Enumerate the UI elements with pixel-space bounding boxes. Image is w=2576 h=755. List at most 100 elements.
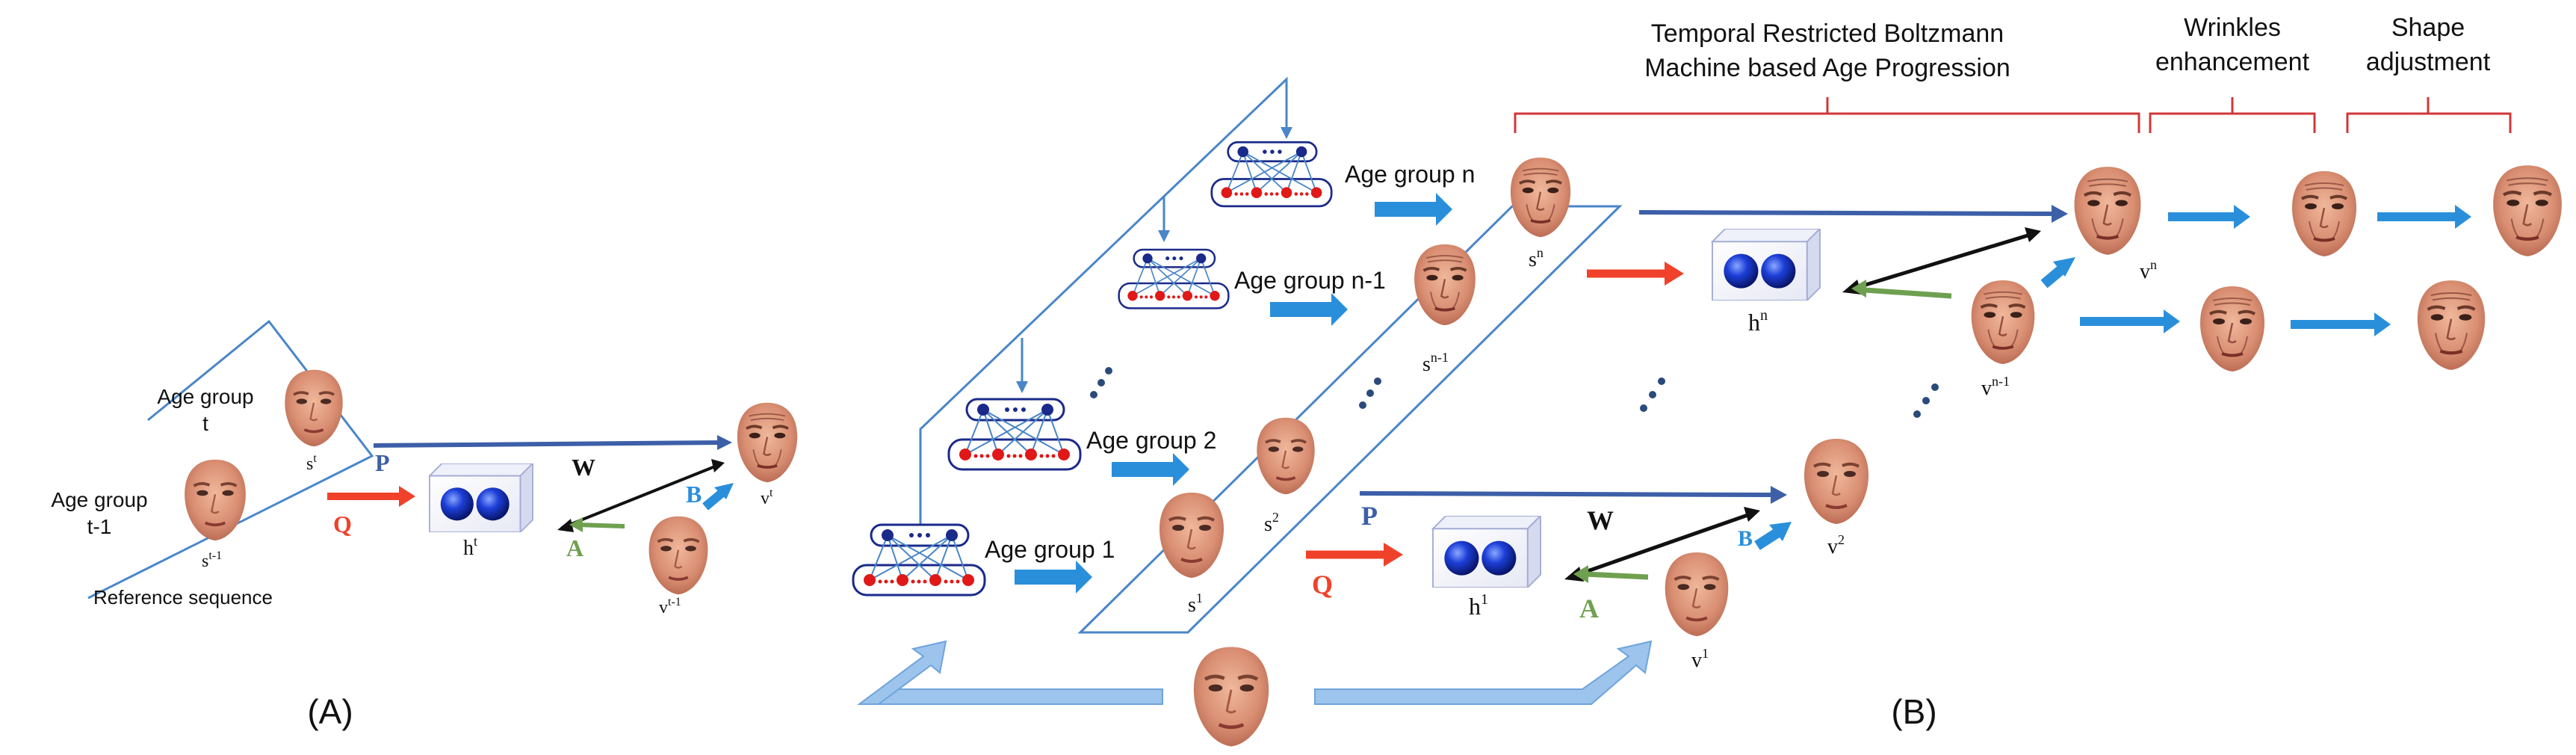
label-a-a: A xyxy=(566,534,583,561)
reference-sequence-parallelogram xyxy=(75,188,351,254)
arrow-a-b xyxy=(1585,571,1649,580)
label-v-n1: vn-1 xyxy=(1981,374,2010,400)
header-wrinkles-line1: Wrinkles xyxy=(2184,13,2281,42)
label-s-t: st xyxy=(306,452,317,474)
face-v-t xyxy=(737,403,797,482)
arrow-b-n xyxy=(2040,265,2066,289)
bracket-trbm xyxy=(1514,97,2140,133)
header-shape-line2: adjustment xyxy=(2366,48,2491,76)
ellipsis-dots-s xyxy=(1359,378,1381,409)
hidden-units-box-1 xyxy=(1431,516,1542,588)
sequence-parallelogram xyxy=(1077,205,1623,634)
label-s-2: s2 xyxy=(1264,510,1279,536)
label-s-n: sn xyxy=(1529,245,1544,271)
header-trbm-line1: Temporal Restricted Boltzmann xyxy=(1651,19,2004,48)
arrow-wrinkles-shape-n1 xyxy=(2291,312,2391,336)
arrow-p-n xyxy=(1638,210,2054,216)
arrow-w-a xyxy=(561,463,719,529)
panel-a: Age group t Age group t-1 Reference sequ… xyxy=(0,0,797,731)
face-s-2 xyxy=(1257,418,1314,495)
face-shape-n xyxy=(2493,165,2562,256)
big-arrow-bottom-right xyxy=(1314,640,1653,705)
label-v-2: v2 xyxy=(1827,532,1845,558)
reference-sequence-frame xyxy=(81,187,273,258)
label-h-n: hn xyxy=(1748,307,1768,336)
ellipsis-dots-rbm xyxy=(1090,367,1112,398)
label-age-group-n1: Age group n-1 xyxy=(1234,267,1386,294)
arrow-age-group-n1 xyxy=(1270,293,1348,326)
arrow-age-group-2 xyxy=(1112,453,1189,486)
arrow-p-b xyxy=(1359,491,1773,497)
rbm-age-group-1 xyxy=(852,523,986,597)
arrow-wrinkles-shape-n xyxy=(2377,205,2471,229)
arrow-vn1-wrinkles xyxy=(2080,309,2180,333)
bracket-shape xyxy=(2346,97,2512,133)
label-age-group-2: Age group 2 xyxy=(1086,427,1216,454)
ellipsis-dots-v xyxy=(1913,383,1939,418)
label-a-b: A xyxy=(1579,594,1599,623)
label-age-group-n: Age group n xyxy=(1345,161,1475,188)
panel-b: Temporal Restricted Boltzmann Machine ba… xyxy=(852,13,2562,747)
panel-label-a: (A) xyxy=(307,692,353,731)
rbm-age-group-n xyxy=(1210,141,1333,208)
label-q-b: Q xyxy=(1312,570,1333,600)
header-shape-line1: Shape xyxy=(2391,13,2465,42)
face-s-n1 xyxy=(1414,244,1476,325)
ellipsis-dots-h xyxy=(1640,378,1665,412)
bracket-wrinkles xyxy=(2149,97,2316,133)
label-age-group-t-line2: t xyxy=(202,412,208,435)
face-input xyxy=(1194,647,1269,747)
rbm-age-group-2 xyxy=(947,398,1082,471)
label-b-a: B xyxy=(686,481,702,508)
header-trbm-line2: Machine based Age Progression xyxy=(1644,54,2010,82)
face-v-2 xyxy=(1804,439,1868,524)
rbm-age-group-n1 xyxy=(1118,248,1230,309)
arrow-age-group-n xyxy=(1375,193,1452,226)
label-w-a: W xyxy=(572,454,595,481)
header-wrinkles-line2: enhancement xyxy=(2155,48,2310,76)
reference-sequence-plane xyxy=(0,0,345,258)
arrow-w-n xyxy=(1848,231,2036,292)
label-age-group-t-line1: Age group xyxy=(157,385,253,408)
face-s-t1 xyxy=(185,460,246,540)
arrow-p-a xyxy=(373,440,724,448)
face-wrinkles-n1 xyxy=(2200,286,2264,372)
face-s-t xyxy=(285,370,342,447)
panel-label-b: (B) xyxy=(1891,692,1936,731)
face-shape-n1 xyxy=(2418,280,2485,370)
arrow-a-n xyxy=(1864,287,1952,299)
arrow-age-group-1 xyxy=(1015,561,1092,594)
label-b-b: B xyxy=(1738,526,1753,551)
face-s-1 xyxy=(1159,493,1224,578)
hierarchy-frame xyxy=(919,76,1288,535)
label-age-group-t1-line1: Age group xyxy=(51,488,147,511)
label-h-t: ht xyxy=(463,534,477,560)
label-age-group-1: Age group 1 xyxy=(985,536,1115,563)
label-q-a: Q xyxy=(333,511,352,537)
arrow-b-a xyxy=(702,488,726,511)
face-v-n1 xyxy=(1972,280,2035,364)
arrow-b-b xyxy=(1754,528,1781,550)
face-s-n xyxy=(1511,158,1570,237)
face-v-t1 xyxy=(649,517,708,595)
label-reference-sequence: Reference sequence xyxy=(93,586,273,608)
label-v-t: vt xyxy=(761,487,773,508)
hidden-units-box-n xyxy=(1712,229,1821,301)
face-v-1 xyxy=(1665,552,1729,636)
face-v-n xyxy=(2075,167,2141,255)
label-p-b: P xyxy=(1361,501,1378,531)
label-s-n1: sn-1 xyxy=(1422,350,1449,376)
label-s-t1: st-1 xyxy=(202,549,222,571)
label-s-1: s1 xyxy=(1188,591,1203,617)
arrow-a-a xyxy=(578,523,625,528)
label-v-n: vn xyxy=(2140,257,2157,283)
arrow-w-b xyxy=(1570,511,1755,579)
label-v-t1: vt-1 xyxy=(659,596,681,617)
label-p-a: P xyxy=(375,449,390,476)
arrow-vn-wrinkles xyxy=(2168,205,2250,229)
label-h-1: h1 xyxy=(1469,591,1488,620)
label-v-1: v1 xyxy=(1691,646,1709,672)
reference-sequence-outline xyxy=(87,319,374,600)
hidden-units-box-a xyxy=(429,463,533,532)
